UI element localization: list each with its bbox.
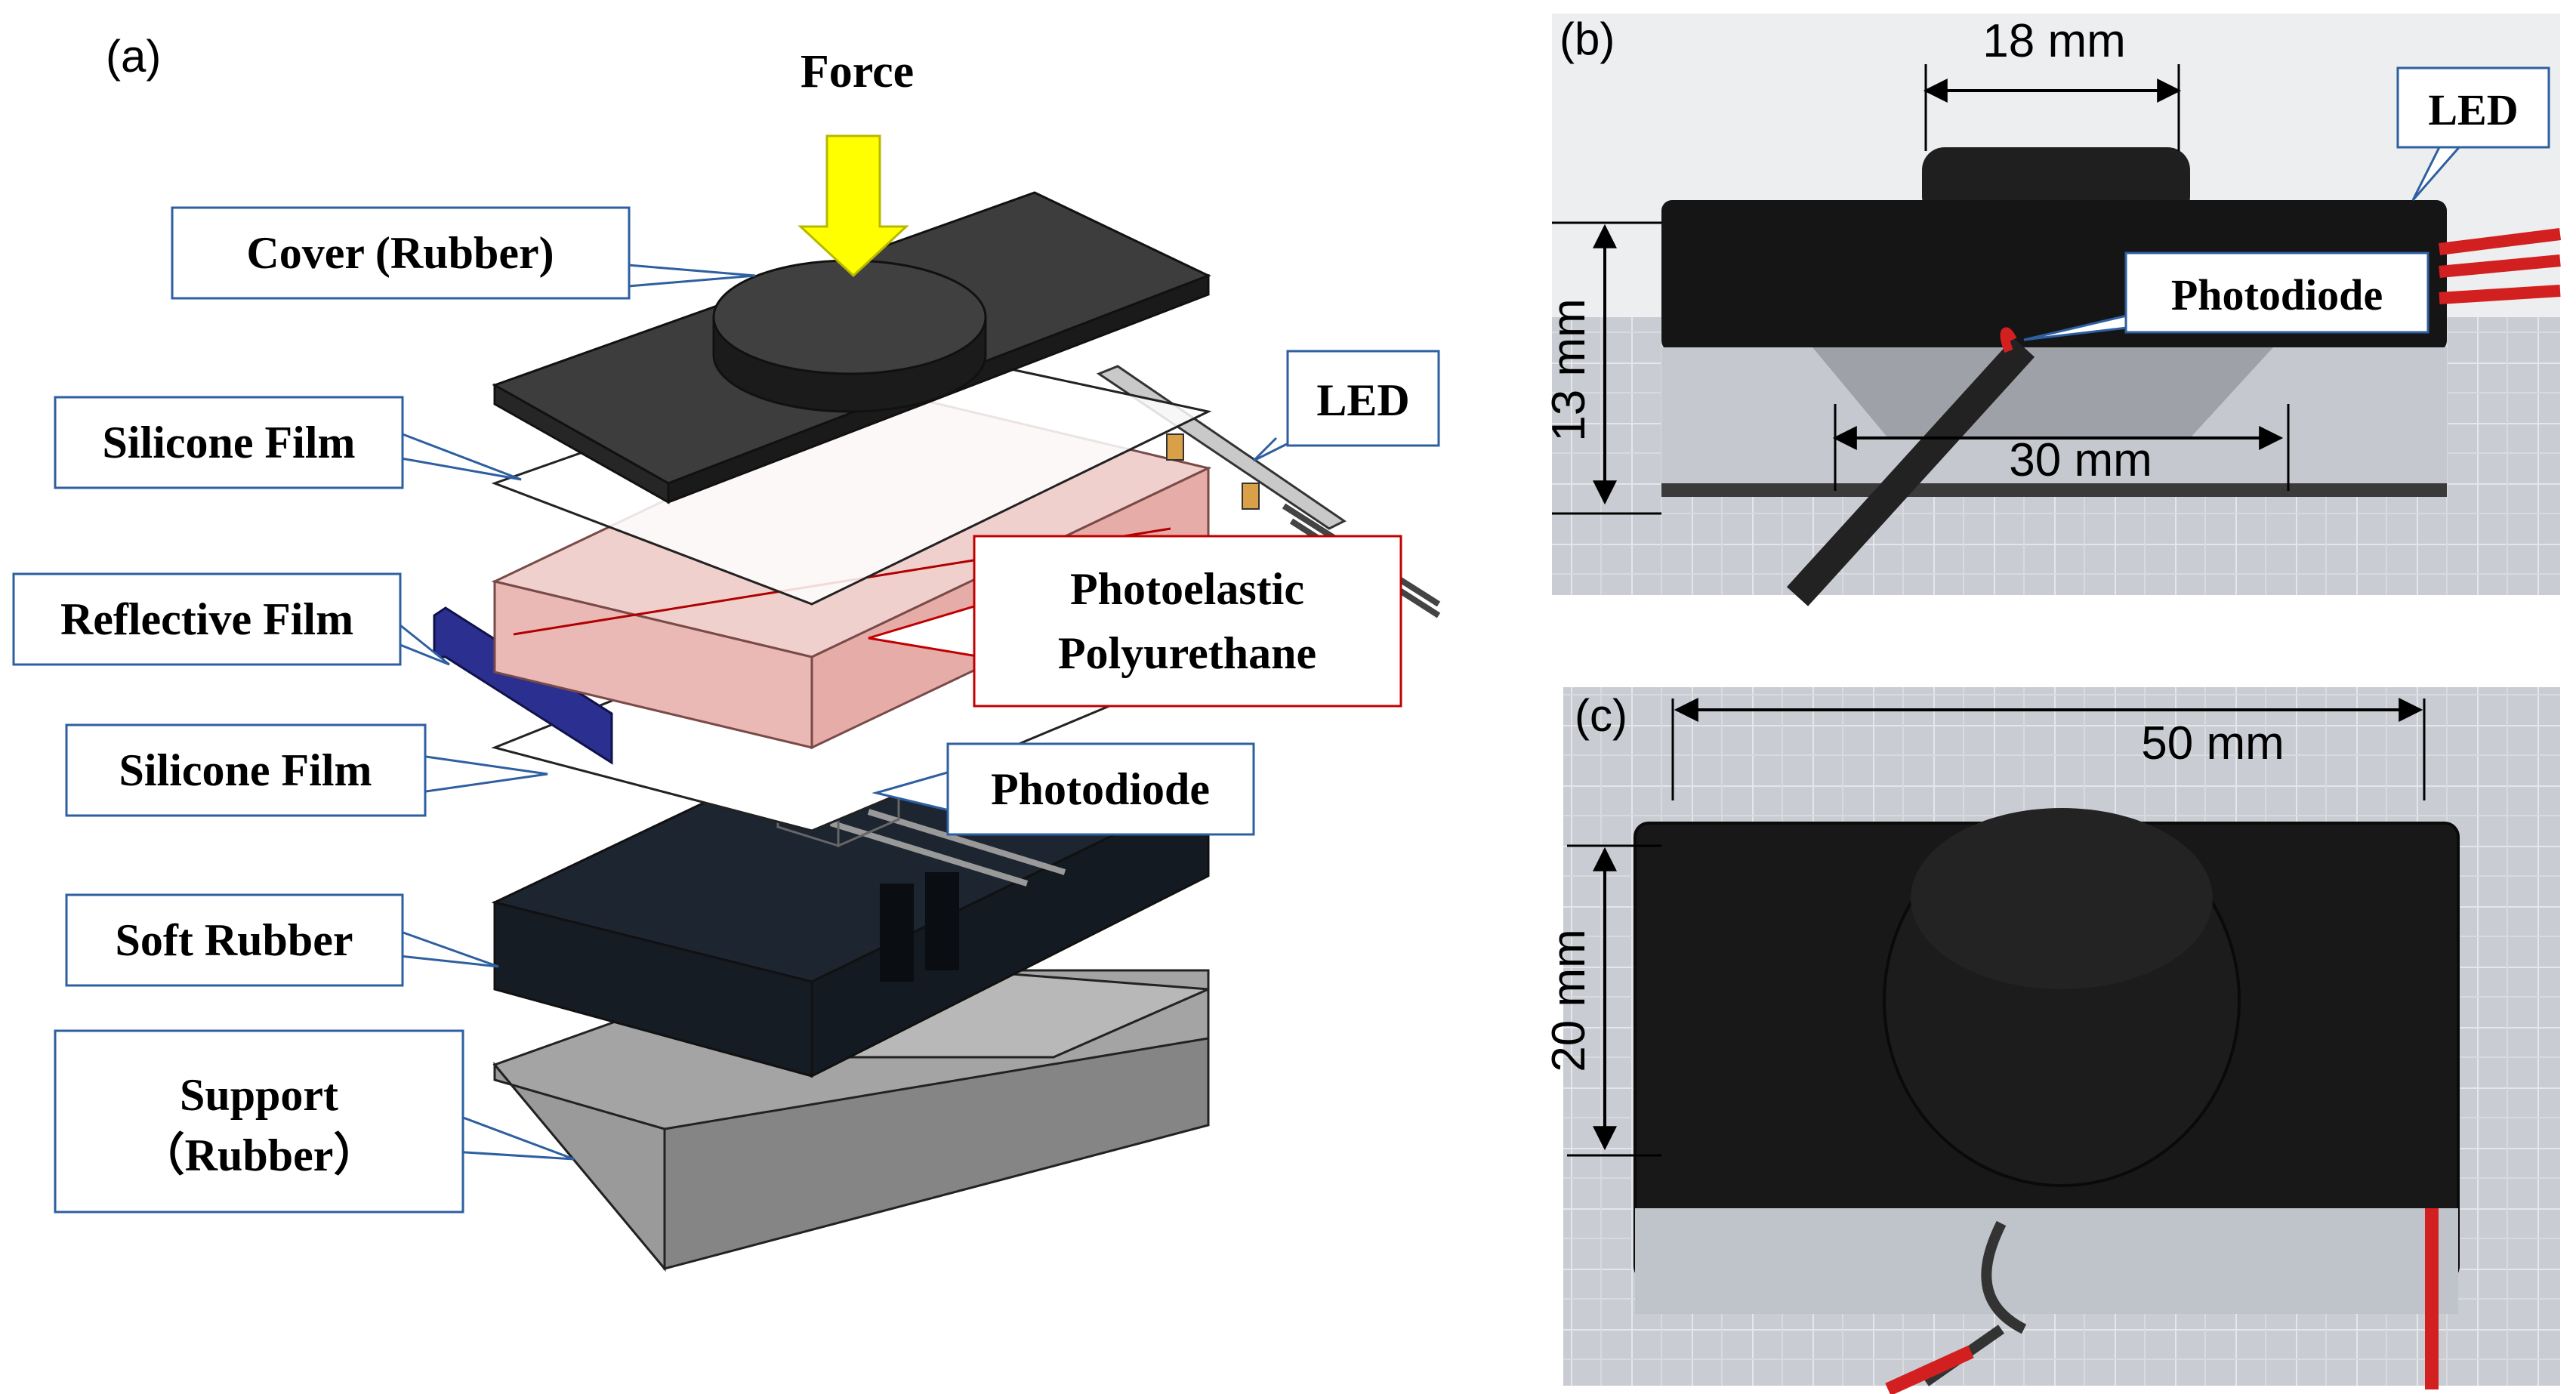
- callout-led: LED: [1252, 350, 1440, 462]
- callout-support-line2: （Rubber）: [140, 1130, 379, 1180]
- callout-silicone-top-text: Silicone Film: [103, 418, 356, 467]
- panel-c: (c) 50 mm 20 mm: [1543, 687, 2560, 1394]
- callout-reflective: Reflective Film: [12, 572, 450, 666]
- force-label: Force: [801, 46, 914, 97]
- dim-13mm-label: 13 mm: [1543, 298, 1595, 441]
- callout-silicone-bottom: Silicone Film: [65, 723, 548, 817]
- callout-cover: Cover (Rubber): [171, 206, 756, 300]
- callout-led-text: LED: [1316, 375, 1409, 425]
- photo-b-device: [1661, 147, 2561, 606]
- dim-50mm-label: 50 mm: [2141, 717, 2284, 769]
- callout-photodiode: Photodiode: [872, 742, 1255, 836]
- callout-cover-text: Cover (Rubber): [246, 228, 554, 278]
- panel-b: (b) 18 mm 13 mm 30 mm LED Photodiode: [1543, 14, 2561, 606]
- cover-plate: [492, 191, 1211, 504]
- panel-b-label: (b): [1559, 14, 1615, 64]
- callout-silicone-top: Silicone Film: [54, 396, 522, 489]
- callout-photoelastic-line2: Polyurethane: [1058, 628, 1316, 678]
- callout-soft-rubber-text: Soft Rubber: [115, 915, 353, 965]
- panel-a: (a) Force: [12, 31, 1441, 1272]
- callout-support-line1: Support: [180, 1070, 338, 1120]
- photo-b-callout-photodiode-text: Photodiode: [2171, 270, 2383, 319]
- callout-photodiode-text: Photodiode: [991, 764, 1210, 814]
- force-arrow: [797, 134, 909, 278]
- dim-18mm-label: 18 mm: [1982, 15, 2125, 67]
- photo-b-callout-led: LED: [2396, 66, 2550, 201]
- photo-b-callout-led-text: LED: [2428, 85, 2518, 134]
- callout-photoelastic: Photoelastic Polyurethane: [868, 535, 1402, 708]
- callout-silicone-bottom-text: Silicone Film: [119, 745, 372, 795]
- callout-soft-rubber: Soft Rubber: [65, 893, 499, 987]
- callout-photoelastic-line1: Photoelastic: [1070, 564, 1304, 614]
- panel-c-label: (c): [1575, 690, 1627, 741]
- photo-c-device: [1634, 808, 2460, 1394]
- callout-support: Support （Rubber）: [54, 1029, 575, 1214]
- panel-a-label: (a): [106, 31, 161, 82]
- photo-b-callout-photodiode: Photodiode: [2023, 251, 2429, 341]
- dim-30mm-label: 30 mm: [2009, 434, 2152, 486]
- dim-20mm-label: 20 mm: [1543, 929, 1595, 1072]
- callout-reflective-text: Reflective Film: [60, 594, 353, 644]
- support-block: [492, 969, 1210, 1272]
